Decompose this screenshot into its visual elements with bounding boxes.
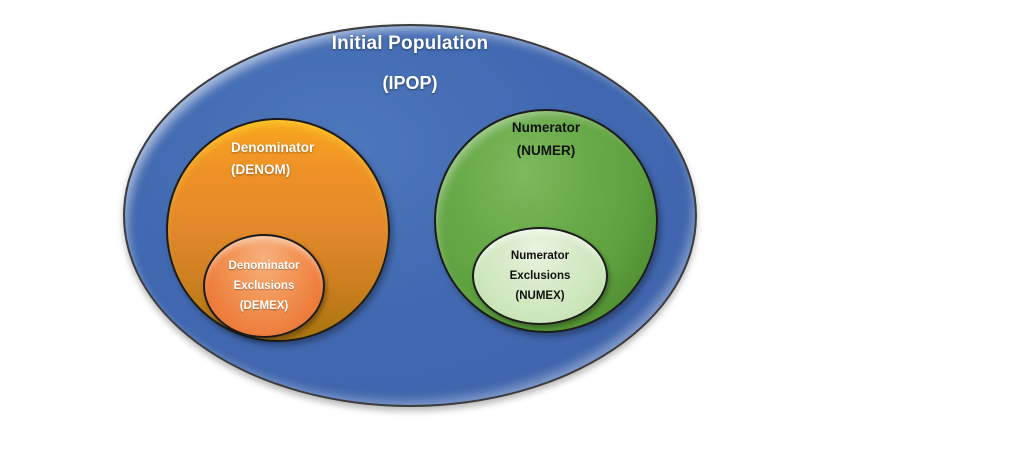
demex-name-line2-text: Exclusions xyxy=(233,280,295,292)
numerator-code-text: (NUMER) xyxy=(516,143,576,158)
denominator-exclusions-circle: Denominator Exclusions (DEMEX) xyxy=(203,234,325,338)
numex-name-line1-text: Numerator xyxy=(510,250,570,262)
ipop-label: Initial Population (IPOP) xyxy=(123,33,697,94)
numex-name-line2-text: Exclusions xyxy=(509,270,571,282)
denominator-name-text: Denominator xyxy=(231,140,315,155)
denominator-exclusions-label: Denominator Exclusions (DEMEX) xyxy=(229,256,300,316)
numerator-circle xyxy=(434,109,658,333)
demex-code-text: (DEMEX) xyxy=(239,300,289,312)
denominator-label: Denominator (DENOM) xyxy=(231,137,314,181)
numerator-exclusions-circle: Numerator Exclusions (NUMEX) xyxy=(472,227,608,325)
ipop-code-text: (IPOP) xyxy=(382,73,438,93)
ipop-title-text: Initial Population xyxy=(331,33,489,54)
denominator-code-text: (DENOM) xyxy=(231,162,291,177)
demex-name-line1-text: Denominator xyxy=(228,260,300,272)
numex-code-text: (NUMEX) xyxy=(515,290,565,302)
numerator-label: Numerator (NUMER) xyxy=(434,116,658,162)
numerator-exclusions-label: Numerator Exclusions (NUMEX) xyxy=(510,246,571,306)
numerator-name-text: Numerator xyxy=(511,120,581,135)
